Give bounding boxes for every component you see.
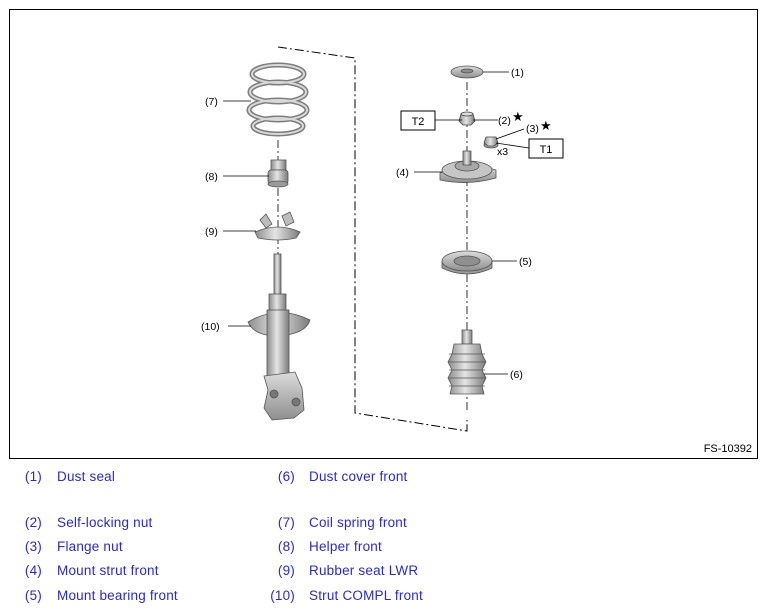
legend-item: (1) Dust seal [0,469,769,487]
callout-7: (7) [205,96,218,108]
legend-item-number: (4) [24,563,42,578]
legend-item-number: (7) [277,515,295,530]
legend-item: (5) Mount bearing front [0,588,769,606]
rubber-seat-lwr [254,211,301,241]
legend-item-label: Coil spring front [309,515,407,530]
front-strut-exploded-diagram: (1) (2) (3) (4) (5) (6) (7) (8) (9) (10)… [201,46,564,432]
torque-label-t1: T1 [540,144,553,156]
callout-9: (9) [205,226,218,238]
helper-front [267,159,289,188]
callout-5: (5) [519,256,532,268]
legend-item-label: Dust cover front [309,469,408,484]
torque-label-t2: T2 [412,116,425,128]
legend-item-label: Flange nut [57,539,123,554]
legend-item-label: Mount strut front [57,563,159,578]
legend-item-label: Helper front [309,539,382,554]
assembly-boundary-line [277,46,468,432]
callout-10: (10) [201,321,220,333]
legend-item-label: Rubber seat LWR [309,563,419,578]
flange-nut [483,136,499,149]
legend-item: (8) Helper front [0,539,769,557]
legend-item-number: (2) [24,515,42,530]
self-locking-nut [458,111,476,126]
dust-cover-front [447,329,487,395]
legend-item-number: (9) [277,563,295,578]
legend-item: (4) Mount strut front [0,563,769,581]
dust-seal [450,65,484,79]
legend-item-number: (10) [270,588,295,603]
callout-1: (1) [511,67,524,79]
legend-item-number: (1) [24,469,42,484]
callout-3: (3) [526,123,539,135]
star-icon-2: ★ [512,109,524,124]
legend-item: (10) Strut COMPL front [0,588,769,606]
legend-item: (9) Rubber seat LWR [0,563,769,581]
figure-id: FS-10392 [703,443,752,455]
exploded-diagram-frame: (1) (2) (3) (4) (5) (6) (7) (8) (9) (10)… [9,9,758,459]
strut-compl-front [247,253,311,421]
legend-item-label: Strut COMPL front [309,588,423,603]
callout-4: (4) [396,167,409,179]
legend-item: (7) Coil spring front [0,515,769,533]
legend-item-number: (5) [24,588,42,603]
legend-item-number: (6) [277,469,295,484]
star-icon-3: ★ [540,118,552,133]
quantity-label: x3 [497,146,508,158]
legend-item-number: (8) [277,539,295,554]
legend-item-label: Dust seal [57,469,116,484]
legend-item: (2) Self-locking nut [0,515,769,533]
torque-box-t2: T2 [400,110,436,131]
legend-item-label: Self-locking nut [57,515,153,530]
legend-item-label: Mount bearing front [57,588,178,603]
callout-leader-lines [223,71,530,375]
mount-bearing-front [441,250,493,275]
callout-2: (2) [498,115,511,127]
legend-item: (3) Flange nut [0,539,769,557]
torque-box-t1: T1 [528,138,564,159]
callout-8: (8) [205,171,218,183]
legend-item-number: (3) [24,539,42,554]
callout-labels: (1) (2) (3) (4) (5) (6) (7) (8) (9) (10) [201,67,539,381]
legend-item: (6) Dust cover front [0,469,769,487]
mount-strut-front [439,150,497,183]
callout-6: (6) [510,369,523,381]
